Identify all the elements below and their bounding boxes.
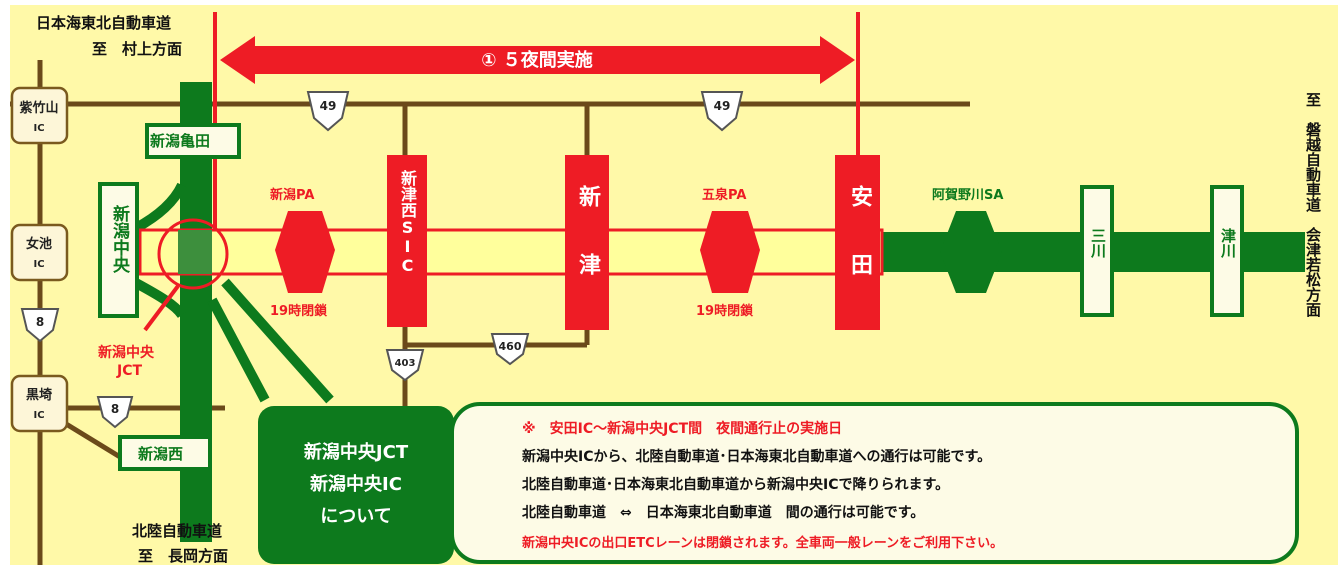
niigata-chuo-box[interactable] [98, 182, 139, 318]
route-number: 49 [714, 99, 731, 113]
ic-sub: IC [33, 259, 44, 270]
niigata-pa-closure-time: 19時閉鎖 [270, 304, 328, 319]
ic-sub: IC [33, 123, 44, 134]
niigata-pa-marker [275, 211, 335, 293]
aganogawa-sa-marker [940, 211, 1002, 293]
ic-sub: IC [33, 410, 44, 421]
niigata-pa-label: 新潟PA [270, 188, 315, 203]
niigata-kameda-label: 新潟亀田 [150, 132, 211, 150]
route-shield-49b: 49 [700, 91, 744, 132]
banner-label: ① ５夜間実施 [481, 49, 593, 71]
shintsu-nishi-sic-label: 新津西SIC [398, 170, 417, 275]
route-shield-8a: 8 [20, 308, 60, 343]
route-shield-8b: 8 [96, 396, 134, 429]
sanjo-box[interactable] [1080, 185, 1114, 317]
route-shield-49a: 49 [306, 91, 350, 132]
info-button-line1[interactable]: 新潟中央JCT [303, 442, 409, 463]
aganogawa-sa-label: 阿賀野川SA [932, 188, 1004, 203]
info-button-line3[interactable]: について [320, 506, 392, 527]
notice-line-1: 新潟中央ICから、北陸自動車道･日本海東北自動車道への通行は可能です。 [522, 449, 992, 465]
jct-label-line2: JCT [117, 363, 143, 379]
notice-title: ※ 安田IC～新潟中央JCT間 夜間通行止の実施日 [522, 421, 843, 437]
top-left-direction: 至 村上方面 [92, 40, 183, 58]
shintsu-ic-label: 新津 [575, 185, 600, 321]
niigata-chuo-label: 新潟中央 [109, 205, 129, 273]
ic-name: 黒埼 [26, 387, 52, 403]
bottom-left-direction: 至 長岡方面 [138, 547, 229, 565]
route-shield-403: 403 [385, 349, 425, 382]
jct-info-button[interactable] [258, 406, 454, 564]
gosen-pa-marker [700, 211, 760, 293]
niigata-nishi-box[interactable] [118, 435, 212, 471]
closure-section [138, 228, 884, 276]
notice-line-2: 北陸自動車道･日本海東北自動車道から新潟中央ICで降りられます。 [522, 477, 950, 493]
route-number: 403 [395, 358, 416, 369]
niigata-nishi-label: 新潟西 [138, 445, 184, 463]
route-number: 8 [111, 402, 119, 416]
local-ic-shichikuyama[interactable]: 紫竹山 IC [10, 86, 69, 145]
gosen-pa-closure-time: 19時閉鎖 [696, 304, 754, 319]
tsugawa-box[interactable] [1210, 185, 1244, 317]
yasuda-ic-box[interactable] [835, 155, 880, 330]
route-shield-460: 460 [490, 333, 530, 366]
ic-name: 女池 [26, 236, 52, 252]
route-number: 8 [36, 315, 44, 329]
top-left-route-name: 日本海東北自動車道 [36, 14, 172, 32]
jct-circle-marker[interactable] [157, 218, 229, 290]
jct-hatch [178, 230, 212, 274]
sanjo-label: 三川 [1089, 228, 1107, 258]
shintsu-ic-box[interactable] [565, 155, 609, 330]
info-button-line2[interactable]: 新潟中央IC [310, 474, 402, 495]
shintsu-nishi-sic-box[interactable] [387, 155, 427, 327]
bottom-left-route-name: 北陸自動車道 [132, 522, 223, 540]
route-number: 49 [320, 99, 337, 113]
ic-name: 紫竹山 [19, 100, 58, 116]
right-destination: 至 磐越自動車道 会津若松方面 [1304, 92, 1322, 317]
gosen-pa-label: 五泉PA [702, 188, 747, 203]
notice-warning: 新潟中央ICの出口ETCレーンは閉鎖されます。全車両一般レーンをご利用下さい。 [522, 536, 1004, 551]
tsugawa-label: 津川 [1219, 228, 1237, 258]
local-ic-meike[interactable]: 女池 IC [10, 223, 69, 282]
local-ic-kurosaki[interactable]: 黒埼 IC [10, 374, 69, 433]
notice-box [450, 402, 1299, 564]
notice-line-3: 北陸自動車道 ⇔ 日本海東北自動車道 間の通行は可能です。 [522, 505, 925, 521]
route-number: 460 [499, 340, 522, 353]
niigata-kameda-box[interactable] [145, 123, 241, 159]
yasuda-ic-label: 安田 [847, 185, 872, 321]
closure-banner: ① ５夜間実施 [220, 36, 855, 84]
jct-label-line1: 新潟中央 [98, 345, 154, 361]
